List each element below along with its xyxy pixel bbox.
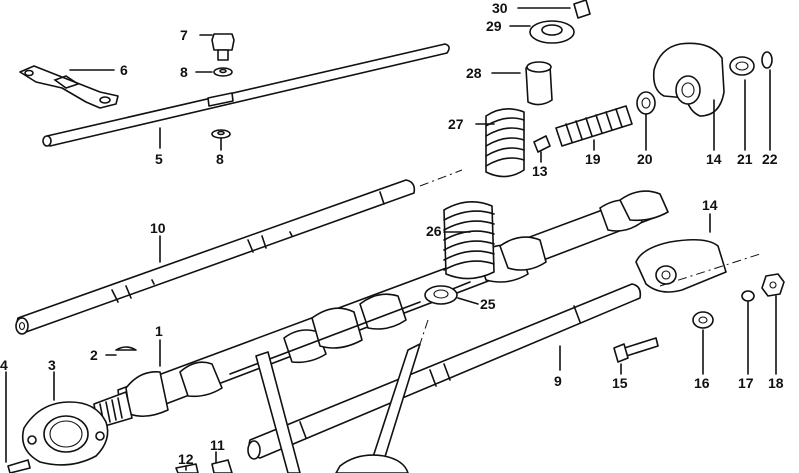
callout-13: 13: [532, 163, 548, 179]
part-21-bushing: [729, 56, 755, 76]
callout-10: 10: [150, 220, 166, 236]
part-25-spring-seat: [424, 285, 458, 305]
part-7-bolt: [211, 33, 235, 61]
part-14-rocker-arm-upper: [652, 42, 725, 117]
part-5-thin-rod: [42, 43, 450, 147]
callout-labels: 7 8 6 5 8 10 1 2 3 4 9 11 12 26 25 27 28…: [0, 0, 784, 467]
callout-1: 1: [155, 323, 163, 339]
callout-30: 30: [492, 0, 508, 16]
part-17-lock-washer: [741, 290, 755, 302]
part-30-valve-keeper: [573, 0, 591, 19]
callout-8-upper: 8: [180, 64, 188, 80]
callout-9: 9: [554, 373, 562, 389]
part-20-thrust-washer: [636, 91, 656, 115]
callout-14-lower: 14: [702, 197, 718, 213]
part-14-rocker-arm-lower: [635, 238, 727, 293]
callout-18: 18: [768, 375, 784, 391]
part-22-circlip: [761, 51, 773, 69]
part-29-spring-retainer: [529, 20, 575, 44]
part-3-flange: [21, 401, 109, 466]
callout-19: 19: [585, 151, 601, 167]
callout-7: 7: [180, 27, 188, 43]
callout-29: 29: [486, 18, 502, 34]
part-15-bolt: [613, 337, 659, 363]
callout-15: 15: [612, 375, 628, 391]
callout-leader-lines: [5, 7, 777, 471]
part-2-woodruff-key: [115, 346, 137, 351]
part-28-stem-seal: [525, 61, 553, 106]
callout-14-upper: 14: [706, 151, 722, 167]
callout-3: 3: [48, 357, 56, 373]
part-6-bracket: [19, 65, 119, 109]
intake-valve: [335, 343, 421, 473]
part-4-screw: [7, 459, 31, 473]
callout-21: 21: [737, 151, 753, 167]
part-13-pin: [533, 135, 551, 153]
callout-4: 4: [0, 357, 8, 373]
part-10-rocker-shaft: [15, 179, 416, 335]
callout-22: 22: [762, 151, 778, 167]
part-11-plug: [211, 459, 233, 473]
assembly-axis-lines: [419, 169, 761, 345]
callout-11: 11: [210, 437, 225, 453]
part-12-valve-partial: [175, 351, 301, 473]
callout-27: 27: [448, 116, 464, 132]
callout-6: 6: [120, 62, 128, 78]
part-9-rocker-shaft: [247, 283, 642, 460]
part-27-inner-valve-spring: [485, 108, 525, 178]
callout-17: 17: [738, 375, 754, 391]
part-26-outer-valve-spring: [443, 201, 495, 280]
callout-20: 20: [637, 151, 653, 167]
callout-26: 26: [426, 223, 442, 239]
part-18-nut: [761, 273, 785, 297]
callout-8-lower: 8: [216, 151, 224, 167]
callout-12: 12: [178, 451, 194, 467]
callout-2: 2: [90, 347, 98, 363]
callout-28: 28: [466, 65, 482, 81]
part-8-washers: [211, 67, 233, 139]
callout-5: 5: [155, 151, 163, 167]
callout-16: 16: [694, 375, 710, 391]
part-16-washer: [692, 311, 714, 329]
part-19-rocker-spring: [555, 105, 633, 147]
callout-25: 25: [480, 296, 496, 312]
